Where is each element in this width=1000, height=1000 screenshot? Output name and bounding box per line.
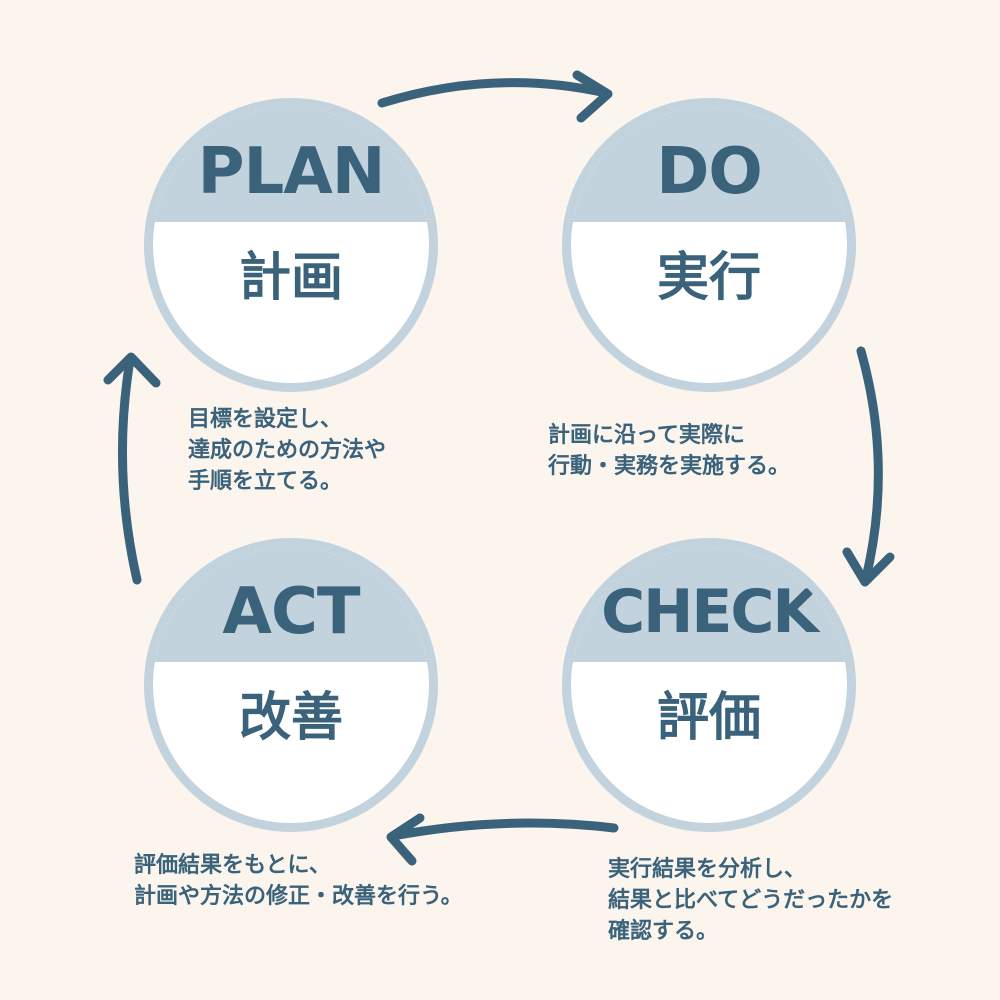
plan-label: PLAN <box>197 135 386 209</box>
plan-label-ja: 計画 <box>238 248 343 308</box>
arrow-check-to-act <box>388 818 619 841</box>
act-description-line: 計画や方法の修正・改善を行う。 <box>134 884 463 909</box>
check-description-line: 確認する。 <box>608 919 719 944</box>
do-circle-top <box>571 107 847 222</box>
arrow-do-to-check-head <box>842 547 895 587</box>
act-description-line: 評価結果をもとに、 <box>134 853 331 878</box>
check-label: CHECK <box>601 577 819 647</box>
do-description-line: 計画に沿って実際に <box>548 423 745 448</box>
arrow-act-to-plan-head <box>103 352 161 388</box>
act-label: ACT <box>222 575 360 649</box>
plan-description-line: 手順を立てる。 <box>188 469 343 494</box>
do-label-ja: 実行 <box>656 248 761 308</box>
arrow-plan-to-do <box>377 78 611 108</box>
check-description-line: 実行結果を分析し、 <box>608 857 807 882</box>
do-description: 計画に沿って実際に 行動・実務を実施する。 <box>548 420 790 482</box>
check-circle-top <box>571 547 847 662</box>
do-circle: DO 実行 <box>562 98 856 392</box>
check-description-line: 結果と比べてどうだったかを <box>608 888 894 913</box>
plan-circle-top <box>153 107 429 222</box>
plan-description-line: 達成のための方法や <box>188 438 387 463</box>
act-circle-top <box>153 547 429 662</box>
arrow-do-to-check <box>856 346 883 583</box>
check-label-ja: 評価 <box>656 688 761 748</box>
act-description: 評価結果をもとに、 計画や方法の修正・改善を行う。 <box>134 850 463 912</box>
plan-description-line: 目標を設定し、 <box>188 407 343 432</box>
check-circle: CHECK 評価 <box>562 538 856 832</box>
do-description-line: 行動・実務を実施する。 <box>548 454 791 479</box>
act-circle: ACT 改善 <box>144 538 438 832</box>
check-description: 実行結果を分析し、 結果と比べてどうだったかを 確認する。 <box>608 854 893 947</box>
plan-description: 目標を設定し、 達成のための方法や 手順を立てる。 <box>188 404 386 497</box>
do-label: DO <box>656 135 763 209</box>
arrow-act-to-plan <box>117 355 142 585</box>
act-label-ja: 改善 <box>238 688 343 748</box>
plan-circle: PLAN 計画 <box>144 98 438 392</box>
arrow-check-to-act-head <box>386 813 425 866</box>
